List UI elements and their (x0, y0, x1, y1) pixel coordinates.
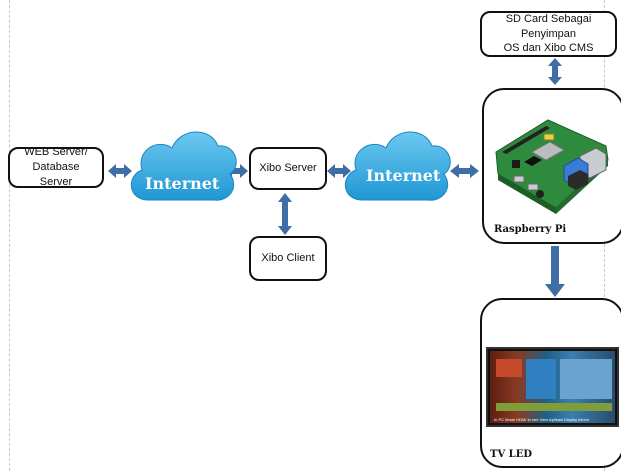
cloud-right (345, 131, 451, 201)
web-server-box: WEB Server/ Database Server (8, 146, 104, 188)
xibo-client-label: Xibo Client (261, 252, 315, 265)
tv-led-label: TV LED (490, 449, 533, 460)
arrow-sdcard-to-raspberry-pi (548, 58, 562, 85)
tv-screen-strip (496, 403, 612, 411)
sd-card-box: SD Card Sebagai Penyimpan OS dan Xibo CM… (480, 11, 617, 57)
page-margin-line (9, 0, 10, 471)
raspberry-pi-label: Raspberry Pi (494, 224, 567, 235)
cloud-left-label: Internet (145, 174, 220, 193)
sd-card-label-line2: OS dan Xibo CMS (503, 42, 594, 55)
cloud-right-label: Internet (366, 166, 441, 185)
arrow-xibo-server-to-client (278, 193, 292, 235)
web-server-label: WEB Server/ Database Server (24, 146, 88, 188)
xibo-server-label: Xibo Server (259, 162, 317, 175)
tv-screen-bottom-text: In PC Mode HDMI to see View Aplikasi Dis… (494, 417, 590, 422)
tv-screen-tile-2 (526, 359, 556, 399)
arrow-web-to-cloud (108, 164, 132, 178)
tv-screen: In PC Mode HDMI to see View Aplikasi Dis… (486, 347, 619, 427)
raspberry-pi-board-icon (495, 119, 609, 214)
cloud-left (131, 131, 237, 201)
tv-screen-tile-1 (496, 359, 522, 377)
tv-screen-tile-3 (560, 359, 612, 399)
raspberry-pi-box: Raspberry Pi (482, 88, 621, 244)
xibo-client-box: Xibo Client (249, 236, 327, 281)
arrow-xibo-server-to-cloud (327, 164, 351, 178)
arrow-cloud-to-raspberry-pi (450, 164, 479, 178)
arrow-raspberry-pi-to-tv (545, 246, 565, 297)
tv-screen-content: In PC Mode HDMI to see View Aplikasi Dis… (490, 351, 615, 423)
sd-card-label-line1: SD Card Sebagai Penyimpan (505, 12, 592, 40)
xibo-server-box: Xibo Server (249, 147, 327, 190)
tv-led-box: In PC Mode HDMI to see View Aplikasi Dis… (480, 298, 621, 468)
